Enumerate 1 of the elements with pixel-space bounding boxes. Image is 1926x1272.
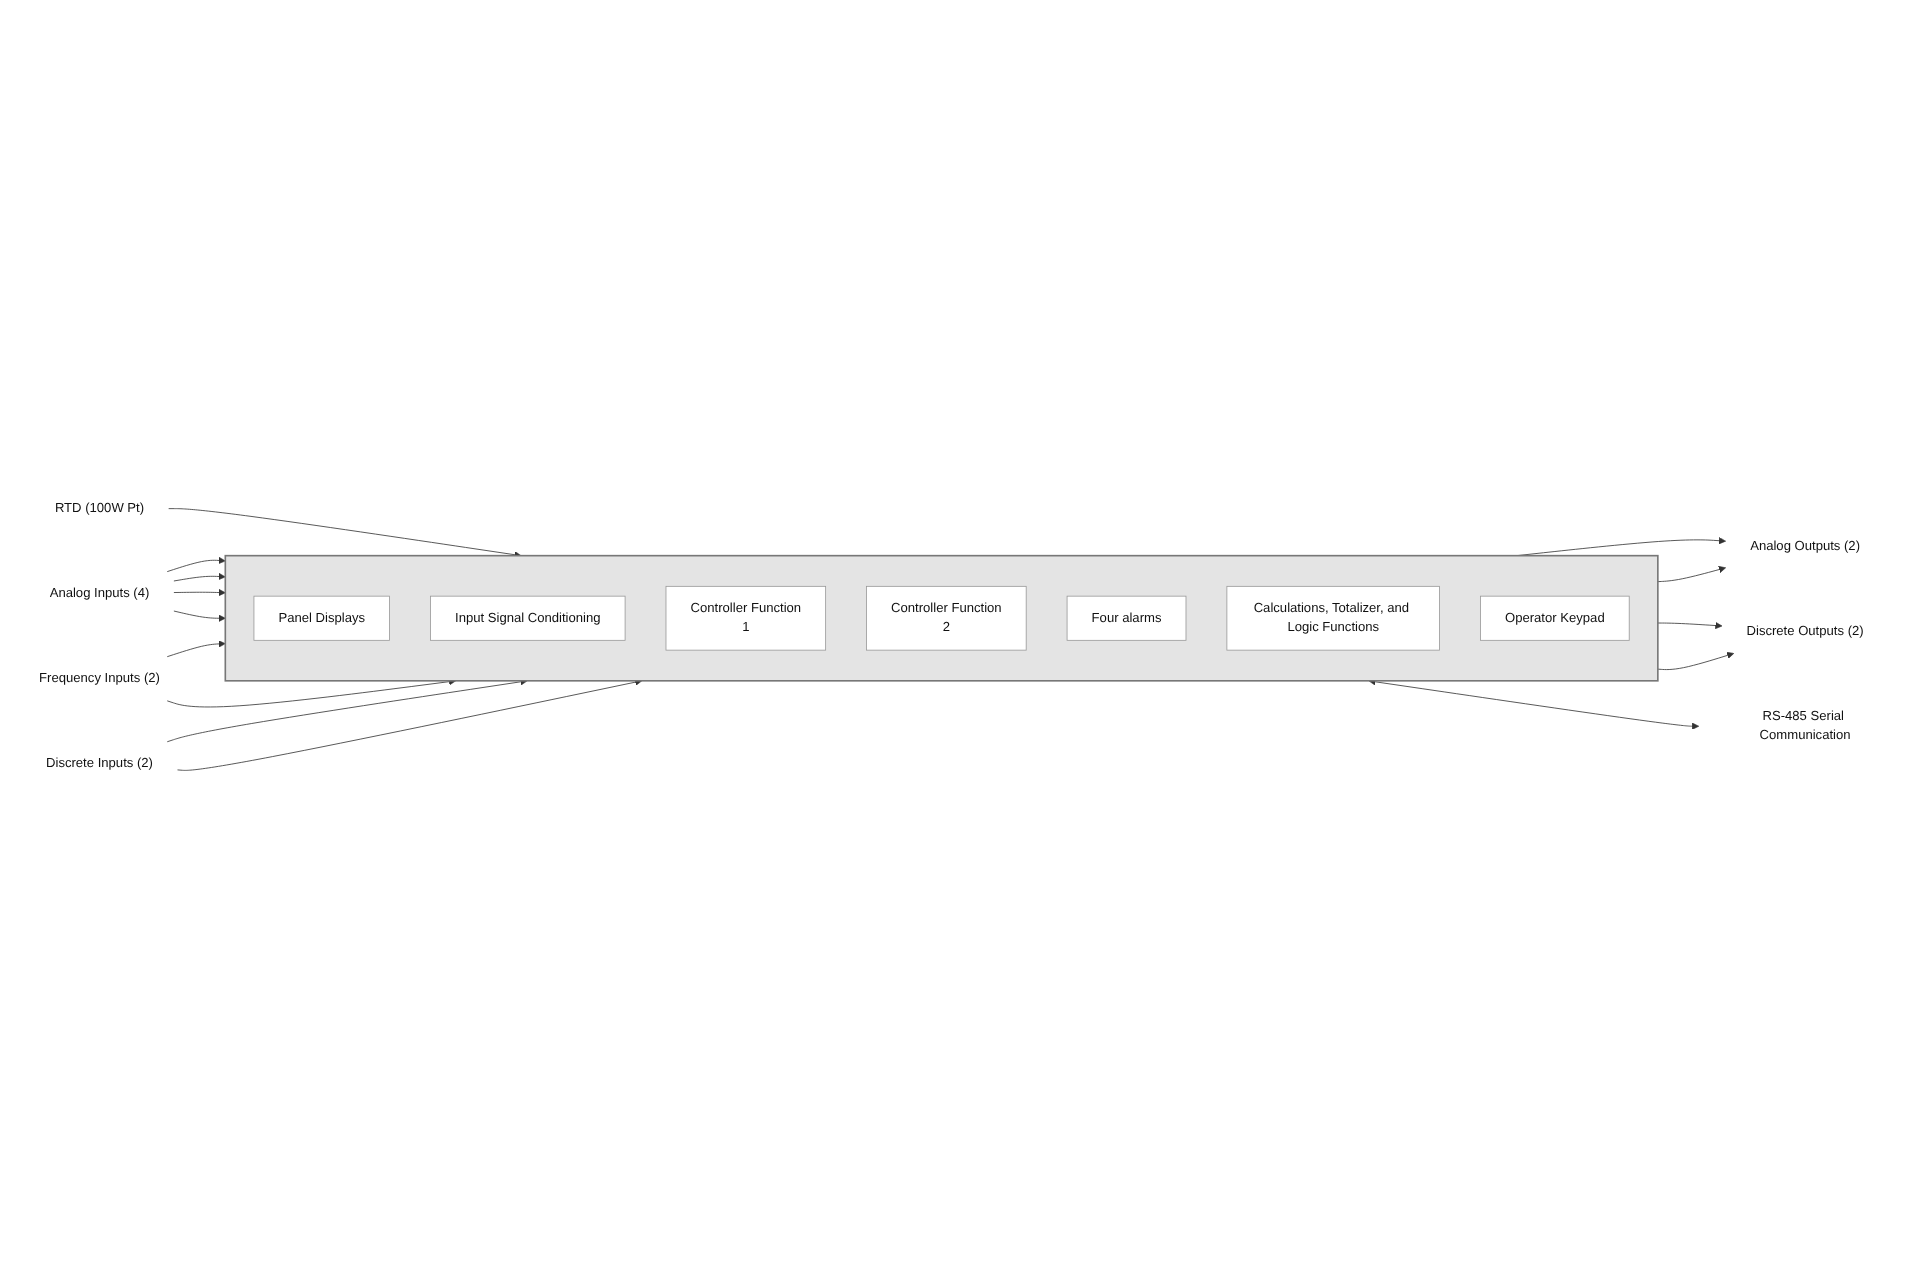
cluster xyxy=(224,554,1659,682)
